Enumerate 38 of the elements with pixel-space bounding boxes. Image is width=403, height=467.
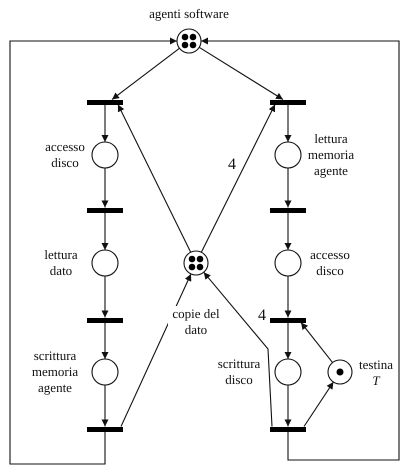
arc-arrow: [102, 276, 108, 318]
place-label: agenti software: [148, 6, 230, 22]
arc-arrow: [203, 272, 273, 427]
transition-bar: [87, 426, 123, 432]
place-label: testina T: [358, 357, 394, 389]
transition-bar: [87, 318, 123, 322]
transition-bar: [87, 100, 123, 104]
arc-arrow: [102, 212, 108, 250]
place-label: lettura memoria agente: [306, 131, 356, 179]
arc-arrow: [198, 46, 284, 100]
arc-arrow: [102, 385, 108, 426]
place-label: lettura dato: [43, 247, 79, 279]
place-label: scrittura disco: [216, 356, 262, 388]
arc-arrow: [300, 322, 333, 363]
transition-bar: [270, 208, 306, 212]
place-label: scrittura memoria agente: [30, 348, 80, 396]
transition-bar: [87, 208, 123, 212]
arc-arrow: [112, 48, 180, 100]
arc-arrow: [284, 322, 292, 359]
arc-arrow: [120, 274, 192, 427]
arc-arrow: [102, 168, 108, 208]
arc-arrow: [200, 104, 276, 252]
arc-arrow: [201, 38, 400, 461]
transition-bar: [270, 426, 306, 432]
place-label: accesso disco: [309, 247, 351, 279]
arc-arrow: [9, 38, 177, 465]
place-label: accesso disco: [44, 139, 86, 171]
arc-arrow: [284, 168, 292, 208]
arc-arrow: [304, 382, 334, 427]
transition-bar: [270, 100, 306, 104]
arc-arrow: [284, 276, 292, 318]
arc-arrow: [102, 104, 108, 142]
arc-arrow: [284, 385, 292, 426]
transition-bar: [270, 318, 306, 322]
arc-arrow: [118, 104, 192, 252]
arc-arrow: [102, 322, 108, 359]
arc-arrow: [284, 212, 292, 250]
arc-arrow: [284, 104, 292, 142]
